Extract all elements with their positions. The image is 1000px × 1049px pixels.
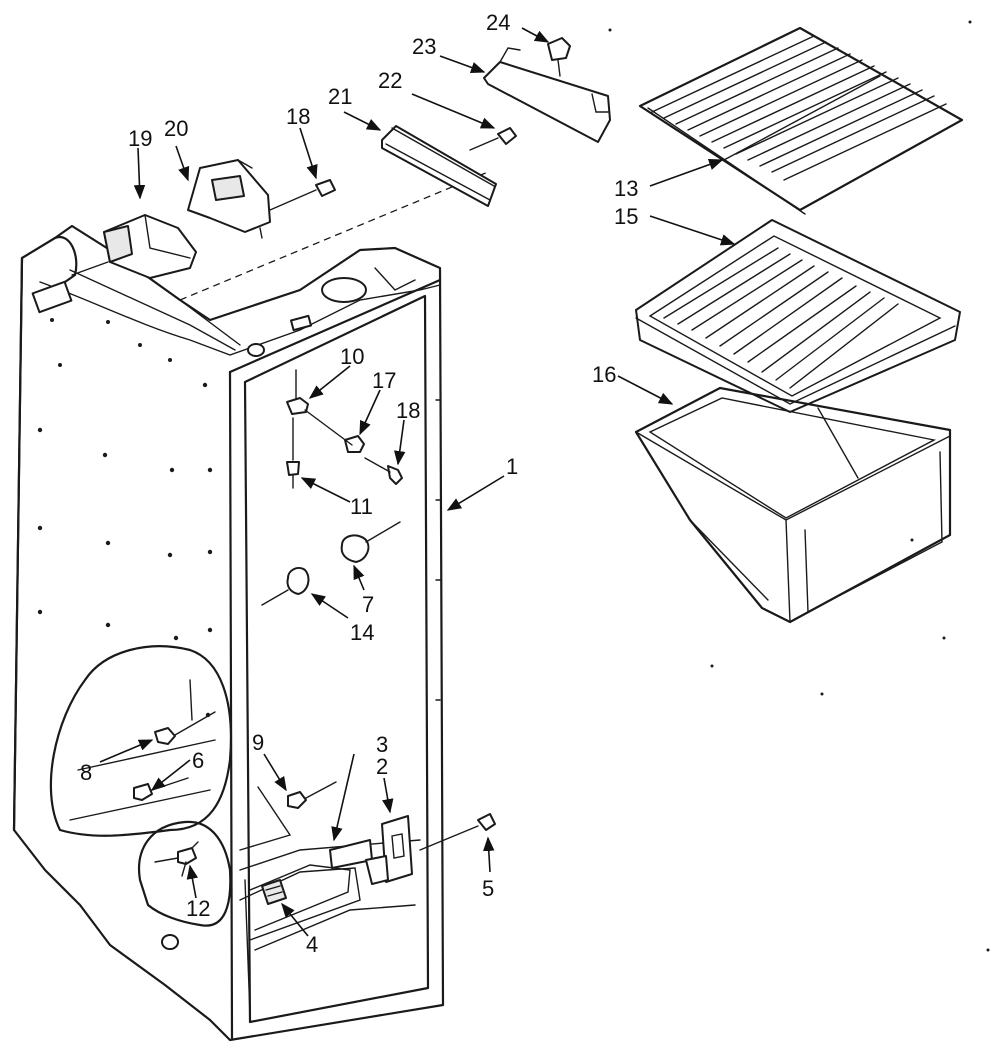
part-9-fastener bbox=[287, 781, 337, 809]
part-17-clip bbox=[344, 435, 365, 453]
part-21-channel bbox=[381, 125, 497, 207]
part-13-wire-shelf bbox=[638, 26, 964, 215]
callout-5: 5 bbox=[482, 876, 494, 901]
shell-hole-dots bbox=[37, 318, 213, 718]
callout-16: 16 bbox=[592, 362, 616, 387]
callout-labels: 19 20 18 21 22 23 24 13 15 16 1 10 17 18… bbox=[80, 10, 638, 957]
part-15-crisper-cover bbox=[635, 219, 961, 413]
leader-arrows bbox=[99, 27, 736, 937]
callout-18-upper: 18 bbox=[286, 104, 310, 129]
callout-11: 11 bbox=[350, 494, 373, 519]
part-8-screw bbox=[154, 711, 216, 745]
part-18-screw-upper bbox=[269, 179, 336, 211]
callout-14: 14 bbox=[350, 620, 374, 645]
callout-20: 20 bbox=[164, 116, 188, 141]
callout-18-lower: 18 bbox=[396, 398, 420, 423]
callout-12: 12 bbox=[186, 896, 210, 921]
callout-4: 4 bbox=[306, 932, 318, 957]
callout-3: 3 bbox=[376, 732, 388, 757]
part-2-bracket bbox=[365, 815, 413, 885]
part-22-screw bbox=[469, 127, 517, 151]
part-23-housing bbox=[483, 47, 611, 143]
part-10-clip bbox=[286, 369, 309, 415]
part-11-screw bbox=[286, 417, 300, 489]
callout-17: 17 bbox=[372, 368, 396, 393]
callout-21: 21 bbox=[328, 84, 352, 109]
part-19-housing bbox=[71, 214, 197, 279]
callout-15: 15 bbox=[614, 204, 638, 229]
callout-23: 23 bbox=[412, 34, 436, 59]
stray-dots bbox=[608, 20, 990, 952]
part-5-screw bbox=[419, 813, 496, 851]
callout-7: 7 bbox=[362, 592, 374, 617]
callout-19: 19 bbox=[128, 126, 152, 151]
callout-8: 8 bbox=[80, 760, 92, 785]
part-3-bracket bbox=[329, 839, 373, 869]
callout-13: 13 bbox=[614, 176, 638, 201]
part-12-fastener bbox=[154, 841, 199, 877]
callout-6: 6 bbox=[192, 748, 204, 773]
callout-10: 10 bbox=[340, 344, 364, 369]
part-16-crisper-pan bbox=[634, 386, 952, 624]
callout-2: 2 bbox=[376, 754, 388, 779]
callout-24: 24 bbox=[486, 10, 510, 35]
callout-9: 9 bbox=[252, 730, 264, 755]
callout-22: 22 bbox=[378, 68, 402, 93]
part-14-fastener bbox=[261, 567, 310, 606]
part-24-clip bbox=[547, 37, 571, 77]
part-20-bracket bbox=[187, 159, 271, 239]
callout-1: 1 bbox=[506, 454, 518, 479]
part-18-screw-lower bbox=[364, 457, 403, 485]
freezer-liner bbox=[12, 224, 445, 1042]
part-7-fastener bbox=[340, 521, 401, 563]
part-4-block bbox=[261, 879, 287, 905]
